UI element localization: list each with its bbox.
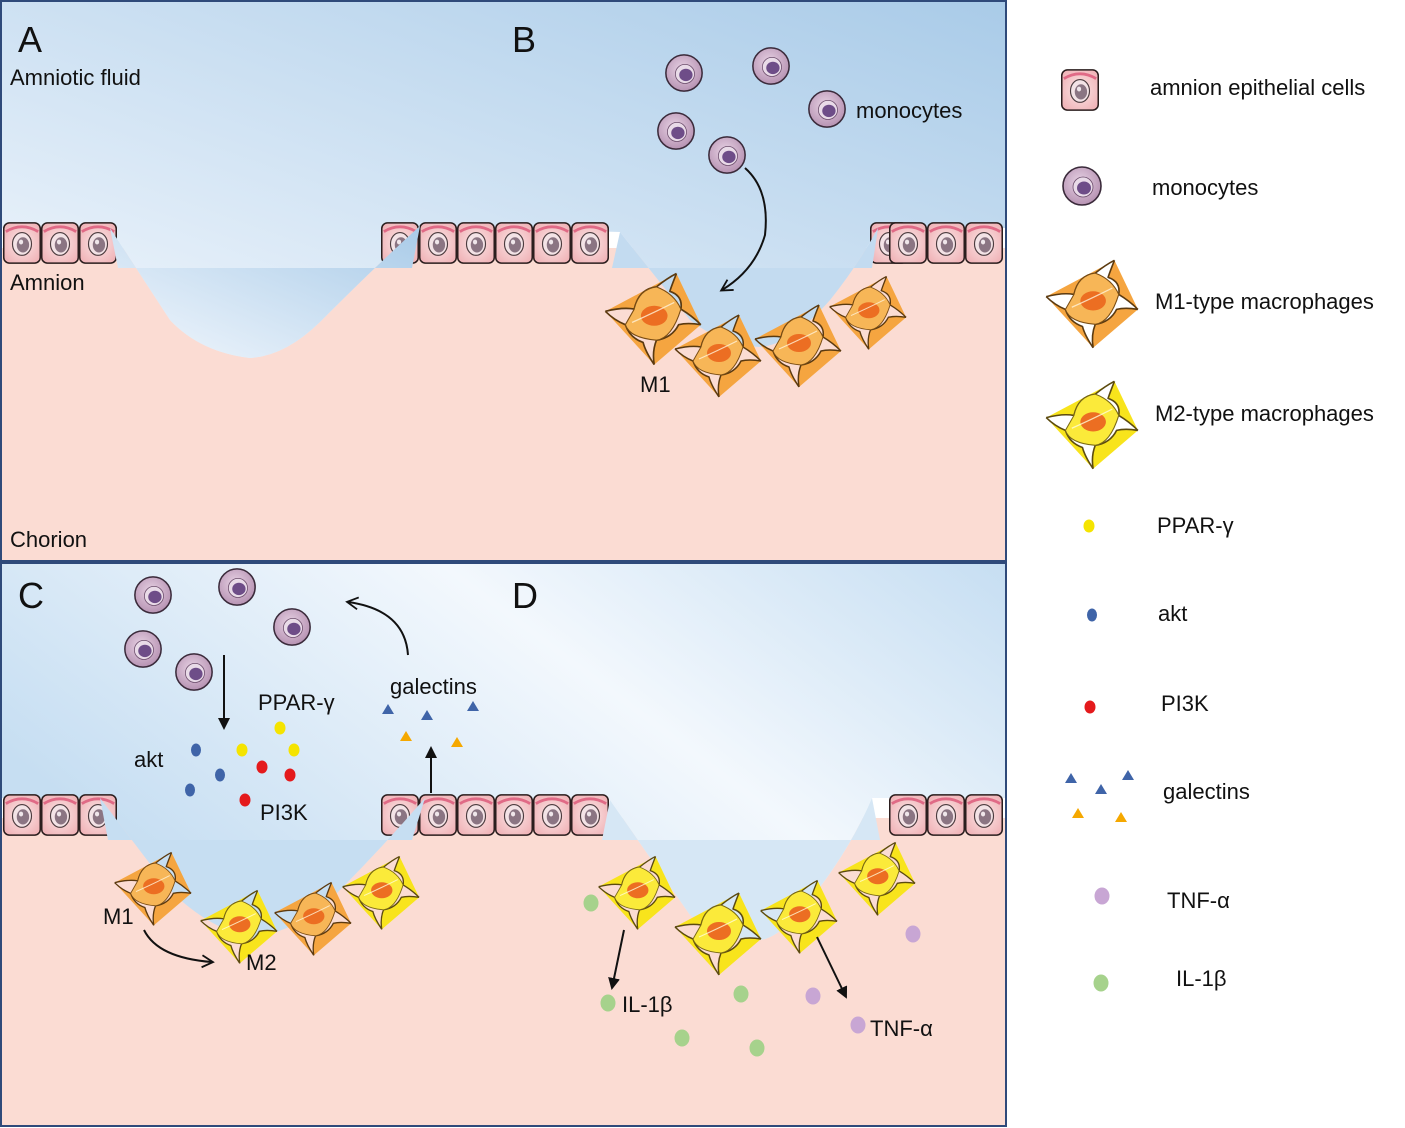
ppar-gamma-label: PPAR-γ	[258, 690, 335, 715]
ppar-gamma-dot-icon	[274, 721, 286, 735]
ppar-gamma-dot-icon	[1083, 519, 1095, 533]
pi3k-label: PI3K	[260, 800, 308, 825]
legend-label-ppar-gamma: PPAR-γ	[1157, 513, 1234, 538]
signaling-molecules	[185, 721, 300, 807]
il-1beta-dot-icon	[733, 985, 749, 1003]
galectin-triangle-icon	[421, 710, 433, 720]
pi3k-dot-icon	[284, 768, 296, 782]
panel-letter-d: D	[512, 575, 538, 616]
m2-label-c: M2	[246, 950, 277, 975]
bottom-panel: C D akt PPAR-γ PI3K galectins M1 M2 IL-1…	[0, 562, 1007, 1127]
il-1beta-dot-icon	[674, 1029, 690, 1047]
monocyte-icon	[657, 112, 695, 150]
ppar-gamma-dot-icon	[236, 743, 248, 757]
polarization-arrow	[143, 929, 215, 969]
galectins-label: galectins	[390, 674, 477, 699]
galectins-triangles-icon	[1065, 770, 1134, 822]
monocyte-icon	[134, 576, 172, 614]
top-panel: A Amniotic fluid Amnion Chorion B monocy…	[0, 0, 1007, 562]
il-1beta-dot-icon	[1093, 974, 1109, 992]
cytokines	[583, 894, 921, 1057]
galectin-triangle-icon	[451, 737, 463, 747]
panel-letter-b: B	[512, 19, 536, 60]
legend: amnion epithelial cells monocytes M1-typ…	[1045, 68, 1374, 992]
panel-letter-c: C	[18, 575, 44, 616]
amnion-label: Amnion	[10, 270, 85, 295]
m2-macrophage-icon	[1045, 380, 1139, 470]
m1-label-b: M1	[640, 372, 671, 397]
amnion-epithelial-cell-icon	[1060, 68, 1100, 112]
tnf-alpha-dot-icon	[905, 925, 921, 943]
galectin-triangle-icon	[467, 701, 479, 711]
m1-macrophage-icon	[1045, 259, 1139, 349]
legend-label-tnf-alpha: TNF-α	[1167, 888, 1230, 913]
il-1beta-label: IL-1β	[622, 992, 673, 1017]
il-1beta-dot-icon	[749, 1039, 765, 1057]
akt-dot-icon	[185, 783, 195, 797]
pi3k-dot-icon	[1084, 700, 1096, 714]
legend-label-amnion-epithelial-cells: amnion epithelial cells	[1150, 75, 1365, 100]
legend-label-m1-macrophages: M1-type macrophages	[1155, 289, 1374, 314]
legend-label-m2-macrophages: M2-type macrophages	[1155, 401, 1374, 426]
galectins-feedback-arrow	[345, 596, 409, 656]
il-1beta-dot-icon	[600, 994, 616, 1012]
pi3k-dot-icon	[239, 793, 251, 807]
pi3k-dot-icon	[256, 760, 268, 774]
monocyte-icon	[175, 653, 213, 691]
galectins-molecules	[382, 701, 479, 747]
monocyte-icon	[124, 630, 162, 668]
monocyte-icon	[752, 47, 790, 85]
akt-dot-icon	[215, 768, 225, 782]
tnf-alpha-dot-icon	[850, 1016, 866, 1034]
galectin-triangle-icon	[382, 704, 394, 714]
legend-label-pi3k: PI3K	[1161, 691, 1209, 716]
m1-label-c: M1	[103, 904, 134, 929]
ppar-gamma-dot-icon	[288, 743, 300, 757]
monocyte-icon	[665, 54, 703, 92]
il-1beta-dot-icon	[583, 894, 599, 912]
akt-label: akt	[134, 747, 163, 772]
panel-letter-a: A	[18, 19, 42, 60]
tnf-alpha-dot-icon	[805, 987, 821, 1005]
monocyte-icon	[273, 608, 311, 646]
monocyte-icon	[1062, 166, 1102, 206]
galectin-triangle-icon	[400, 731, 412, 741]
amniotic-fluid-label: Amniotic fluid	[10, 65, 141, 90]
monocyte-icon	[808, 90, 846, 128]
tnf-alpha-dot-icon	[1094, 887, 1110, 905]
monocytes-label-b: monocytes	[856, 98, 962, 123]
legend-label-galectins: galectins	[1163, 779, 1250, 804]
akt-dot-icon	[191, 743, 201, 757]
chorion-label: Chorion	[10, 527, 87, 552]
legend-label-il-1beta: IL-1β	[1176, 966, 1227, 991]
legend-label-akt: akt	[1158, 601, 1187, 626]
monocyte-icon	[708, 136, 746, 174]
legend-label-monocytes: monocytes	[1152, 175, 1258, 200]
tnf-alpha-release-arrow	[816, 936, 848, 999]
monocyte-icon	[218, 568, 256, 606]
akt-dot-icon	[1087, 608, 1097, 622]
recruitment-arrow	[719, 167, 767, 292]
il-1beta-release-arrow	[608, 929, 625, 990]
tnf-alpha-label: TNF-α	[870, 1016, 933, 1041]
